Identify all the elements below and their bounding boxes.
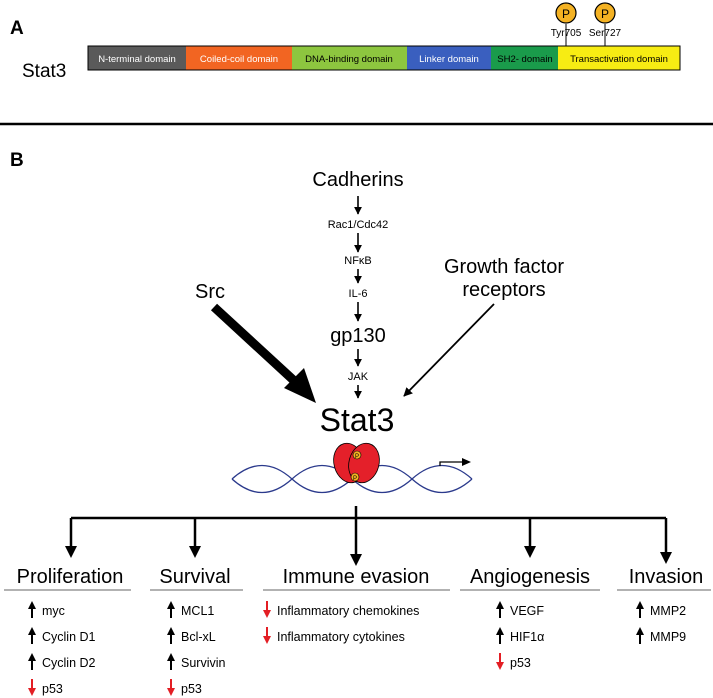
node-src: Src — [195, 281, 225, 303]
transcription-start-arrow — [439, 461, 465, 466]
up-arrow-icon — [28, 601, 36, 618]
outcome-item: p53 — [181, 682, 202, 696]
outcome-item: p53 — [510, 656, 531, 670]
svg-text:P: P — [355, 454, 359, 460]
down-arrow-icon — [263, 627, 271, 644]
down-arrow-icon — [263, 601, 271, 618]
node-nfkb: NFκB — [344, 255, 372, 267]
up-arrow-icon — [167, 601, 175, 618]
svg-text:P: P — [601, 7, 609, 21]
outcome-item: myc — [42, 604, 65, 618]
up-arrow-icon — [636, 627, 644, 644]
svg-text:P: P — [353, 476, 357, 482]
node-stat3: Stat3 — [320, 402, 395, 438]
outcome-item: p53 — [42, 682, 63, 696]
down-arrow-icon — [167, 679, 175, 696]
outcome-title: Invasion — [629, 566, 704, 588]
domain-label-transactivation: Transactivation domain — [570, 54, 668, 65]
down-arrow-icon — [28, 679, 36, 696]
phospho-site-tyr705: P Tyr705 — [551, 2, 582, 46]
svg-text:P: P — [562, 7, 570, 21]
domain-label-coiled-coil: Coiled-coil domain — [200, 54, 278, 65]
domain-n-terminal — [88, 46, 186, 70]
outcome-title: Angiogenesis — [470, 566, 590, 588]
node-growth-factor-line1: Growth factor — [444, 256, 564, 278]
domain-coiled-coil — [186, 46, 292, 70]
outcome-title: Proliferation — [17, 566, 124, 588]
up-arrow-icon — [496, 627, 504, 644]
node-gp130: gp130 — [330, 325, 386, 347]
outcome-title: Immune evasion — [283, 566, 430, 588]
up-arrow-icon — [167, 627, 175, 644]
node-rac1-cdc42: Rac1/Cdc42 — [328, 219, 389, 231]
outcome-item: Cyclin D2 — [42, 656, 96, 670]
src-arrow — [210, 303, 306, 392]
domain-sh2 — [491, 46, 558, 70]
outcome-title: Survival — [159, 566, 230, 588]
outcome-item: Inflammatory cytokines — [277, 630, 405, 644]
stat3-protein-label: Stat3 — [22, 61, 66, 82]
domain-label-n-terminal: N-terminal domain — [98, 54, 176, 65]
up-arrow-icon — [167, 653, 175, 670]
growth-factor-arrow — [403, 303, 495, 397]
domain-label-linker: Linker domain — [419, 54, 479, 65]
outcome-item: VEGF — [510, 604, 544, 618]
node-jak: JAK — [348, 371, 369, 383]
phospho-icon — [594, 2, 616, 24]
outcome-item: MMP9 — [650, 630, 686, 644]
domain-dna-binding — [292, 46, 407, 70]
phospho-site-ser727: P Ser727 — [589, 2, 622, 46]
up-arrow-icon — [636, 601, 644, 618]
node-growth-factor-line2: receptors — [462, 279, 545, 301]
outcome-item: HIF1α — [510, 630, 544, 644]
outcome-branches — [69, 506, 668, 554]
up-arrow-icon — [496, 601, 504, 618]
outcome-arrowheads — [65, 546, 672, 566]
node-cadherins: Cadherins — [312, 169, 403, 191]
outcome-item: Survivin — [181, 656, 226, 670]
outcome-item: Bcl-xL — [181, 630, 216, 644]
phospho-icon — [555, 2, 577, 24]
domain-transactivation — [558, 46, 680, 70]
up-arrow-icon — [28, 627, 36, 644]
outcome-item: Cyclin D1 — [42, 630, 96, 644]
domain-label-dna-binding: DNA-binding domain — [305, 54, 393, 65]
outcome-item: Inflammatory chemokines — [277, 604, 419, 618]
up-arrow-icon — [28, 653, 36, 670]
outcome-item: MMP2 — [650, 604, 686, 618]
domain-bar: N-terminal domain Coiled-coil domain DNA… — [87, 45, 681, 71]
down-arrow-icon — [496, 653, 504, 670]
site-label-tyr705: Tyr705 — [551, 28, 582, 39]
stat3-dimer-icon: P P — [333, 442, 380, 484]
outcome-item: MCL1 — [181, 604, 214, 618]
panel-a-label: A — [10, 18, 24, 39]
site-label-ser727: Ser727 — [589, 28, 622, 39]
domain-label-sh2: SH2- domain — [497, 54, 552, 65]
node-il6: IL-6 — [349, 288, 368, 300]
panel-b-label: B — [10, 150, 24, 171]
domain-linker — [407, 46, 491, 70]
